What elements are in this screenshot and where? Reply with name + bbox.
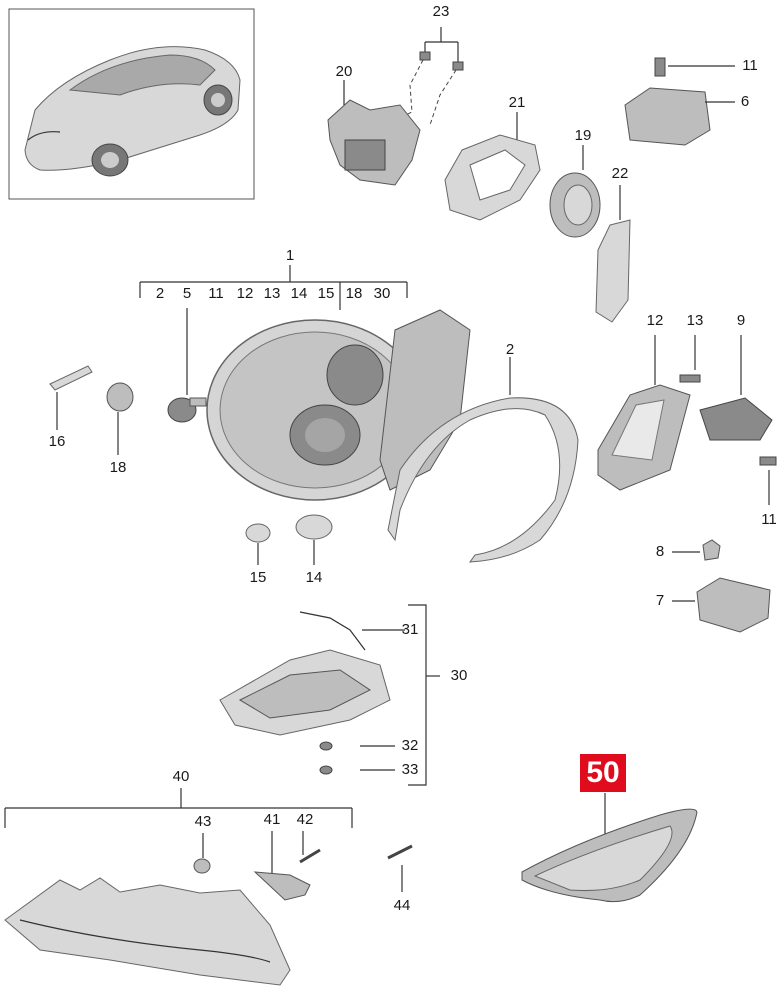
sublabel-14: 14 (291, 285, 308, 302)
callout-32: 32 (402, 737, 419, 754)
part-6-module (624, 87, 735, 146)
part-2-strip (387, 357, 579, 563)
callout-42: 42 (297, 811, 314, 828)
callout-7: 7 (656, 592, 664, 609)
part-14-cap (295, 514, 333, 565)
part-8-nut (672, 539, 721, 561)
callout-11-bottom: 11 (761, 511, 777, 528)
callout-44: 44 (394, 897, 411, 914)
part-15-cap (245, 523, 271, 565)
part-16-connector (49, 365, 93, 430)
callout-2: 2 (506, 341, 514, 358)
part-44-screw (387, 844, 413, 892)
bracket-40 (4, 788, 353, 828)
sublabel-12: 12 (237, 285, 254, 302)
callout-11-top: 11 (742, 57, 758, 74)
callout-18: 18 (110, 459, 127, 476)
bracket-1 (139, 265, 408, 310)
callout-6: 6 (741, 93, 749, 110)
part-12-frame (597, 335, 691, 491)
part-30-tray (219, 604, 440, 786)
part-13-screw (679, 335, 701, 383)
sublabel-11: 11 (208, 285, 224, 302)
callout-9: 9 (737, 312, 745, 329)
callout-33: 33 (402, 761, 419, 778)
sublabel-2: 2 (156, 285, 164, 302)
part-11-screw-top (654, 57, 735, 77)
part-20-bracket (327, 80, 421, 186)
callout-41: 41 (264, 811, 281, 828)
sublabel-30: 30 (374, 285, 391, 302)
part-7-control-unit (672, 577, 771, 633)
part-23-screws (394, 27, 464, 126)
part-21-housing (444, 112, 541, 221)
callout-40: 40 (173, 768, 190, 785)
callout-14: 14 (306, 569, 323, 586)
part-9-module (699, 335, 773, 441)
callout-43: 43 (195, 813, 212, 830)
part-43-clip (193, 833, 211, 874)
callout-12: 12 (647, 312, 664, 329)
callout-22: 22 (612, 165, 629, 182)
part-19-ring (549, 145, 601, 238)
part-40-drl-housing (4, 877, 291, 986)
highlight-label: 50 (586, 756, 619, 789)
sublabel-13: 13 (264, 285, 281, 302)
part-42-screw (299, 831, 321, 864)
callout-13: 13 (687, 312, 704, 329)
part-5-bulb (167, 308, 207, 423)
highlight-badge (580, 754, 626, 792)
callout-16: 16 (49, 433, 66, 450)
part-22-strip (595, 185, 631, 323)
headlight-assembly (206, 309, 471, 501)
callout-23: 23 (433, 3, 450, 20)
callout-30: 30 (451, 667, 468, 684)
callout-8: 8 (656, 543, 664, 560)
part-50-trim (521, 793, 698, 903)
part-18-socket (106, 382, 134, 455)
sublabel-18: 18 (346, 285, 363, 302)
callout-1: 1 (286, 247, 294, 264)
part-11-screw-bottom (759, 456, 777, 505)
sublabel-15: 15 (318, 285, 335, 302)
car-thumbnail (8, 8, 255, 200)
sublabel-5: 5 (183, 285, 191, 302)
callout-15: 15 (250, 569, 267, 586)
callout-19: 19 (575, 127, 592, 144)
part-41-bulb (253, 831, 311, 901)
callout-20: 20 (336, 63, 353, 80)
callout-21: 21 (509, 94, 526, 111)
callout-31: 31 (402, 621, 419, 638)
